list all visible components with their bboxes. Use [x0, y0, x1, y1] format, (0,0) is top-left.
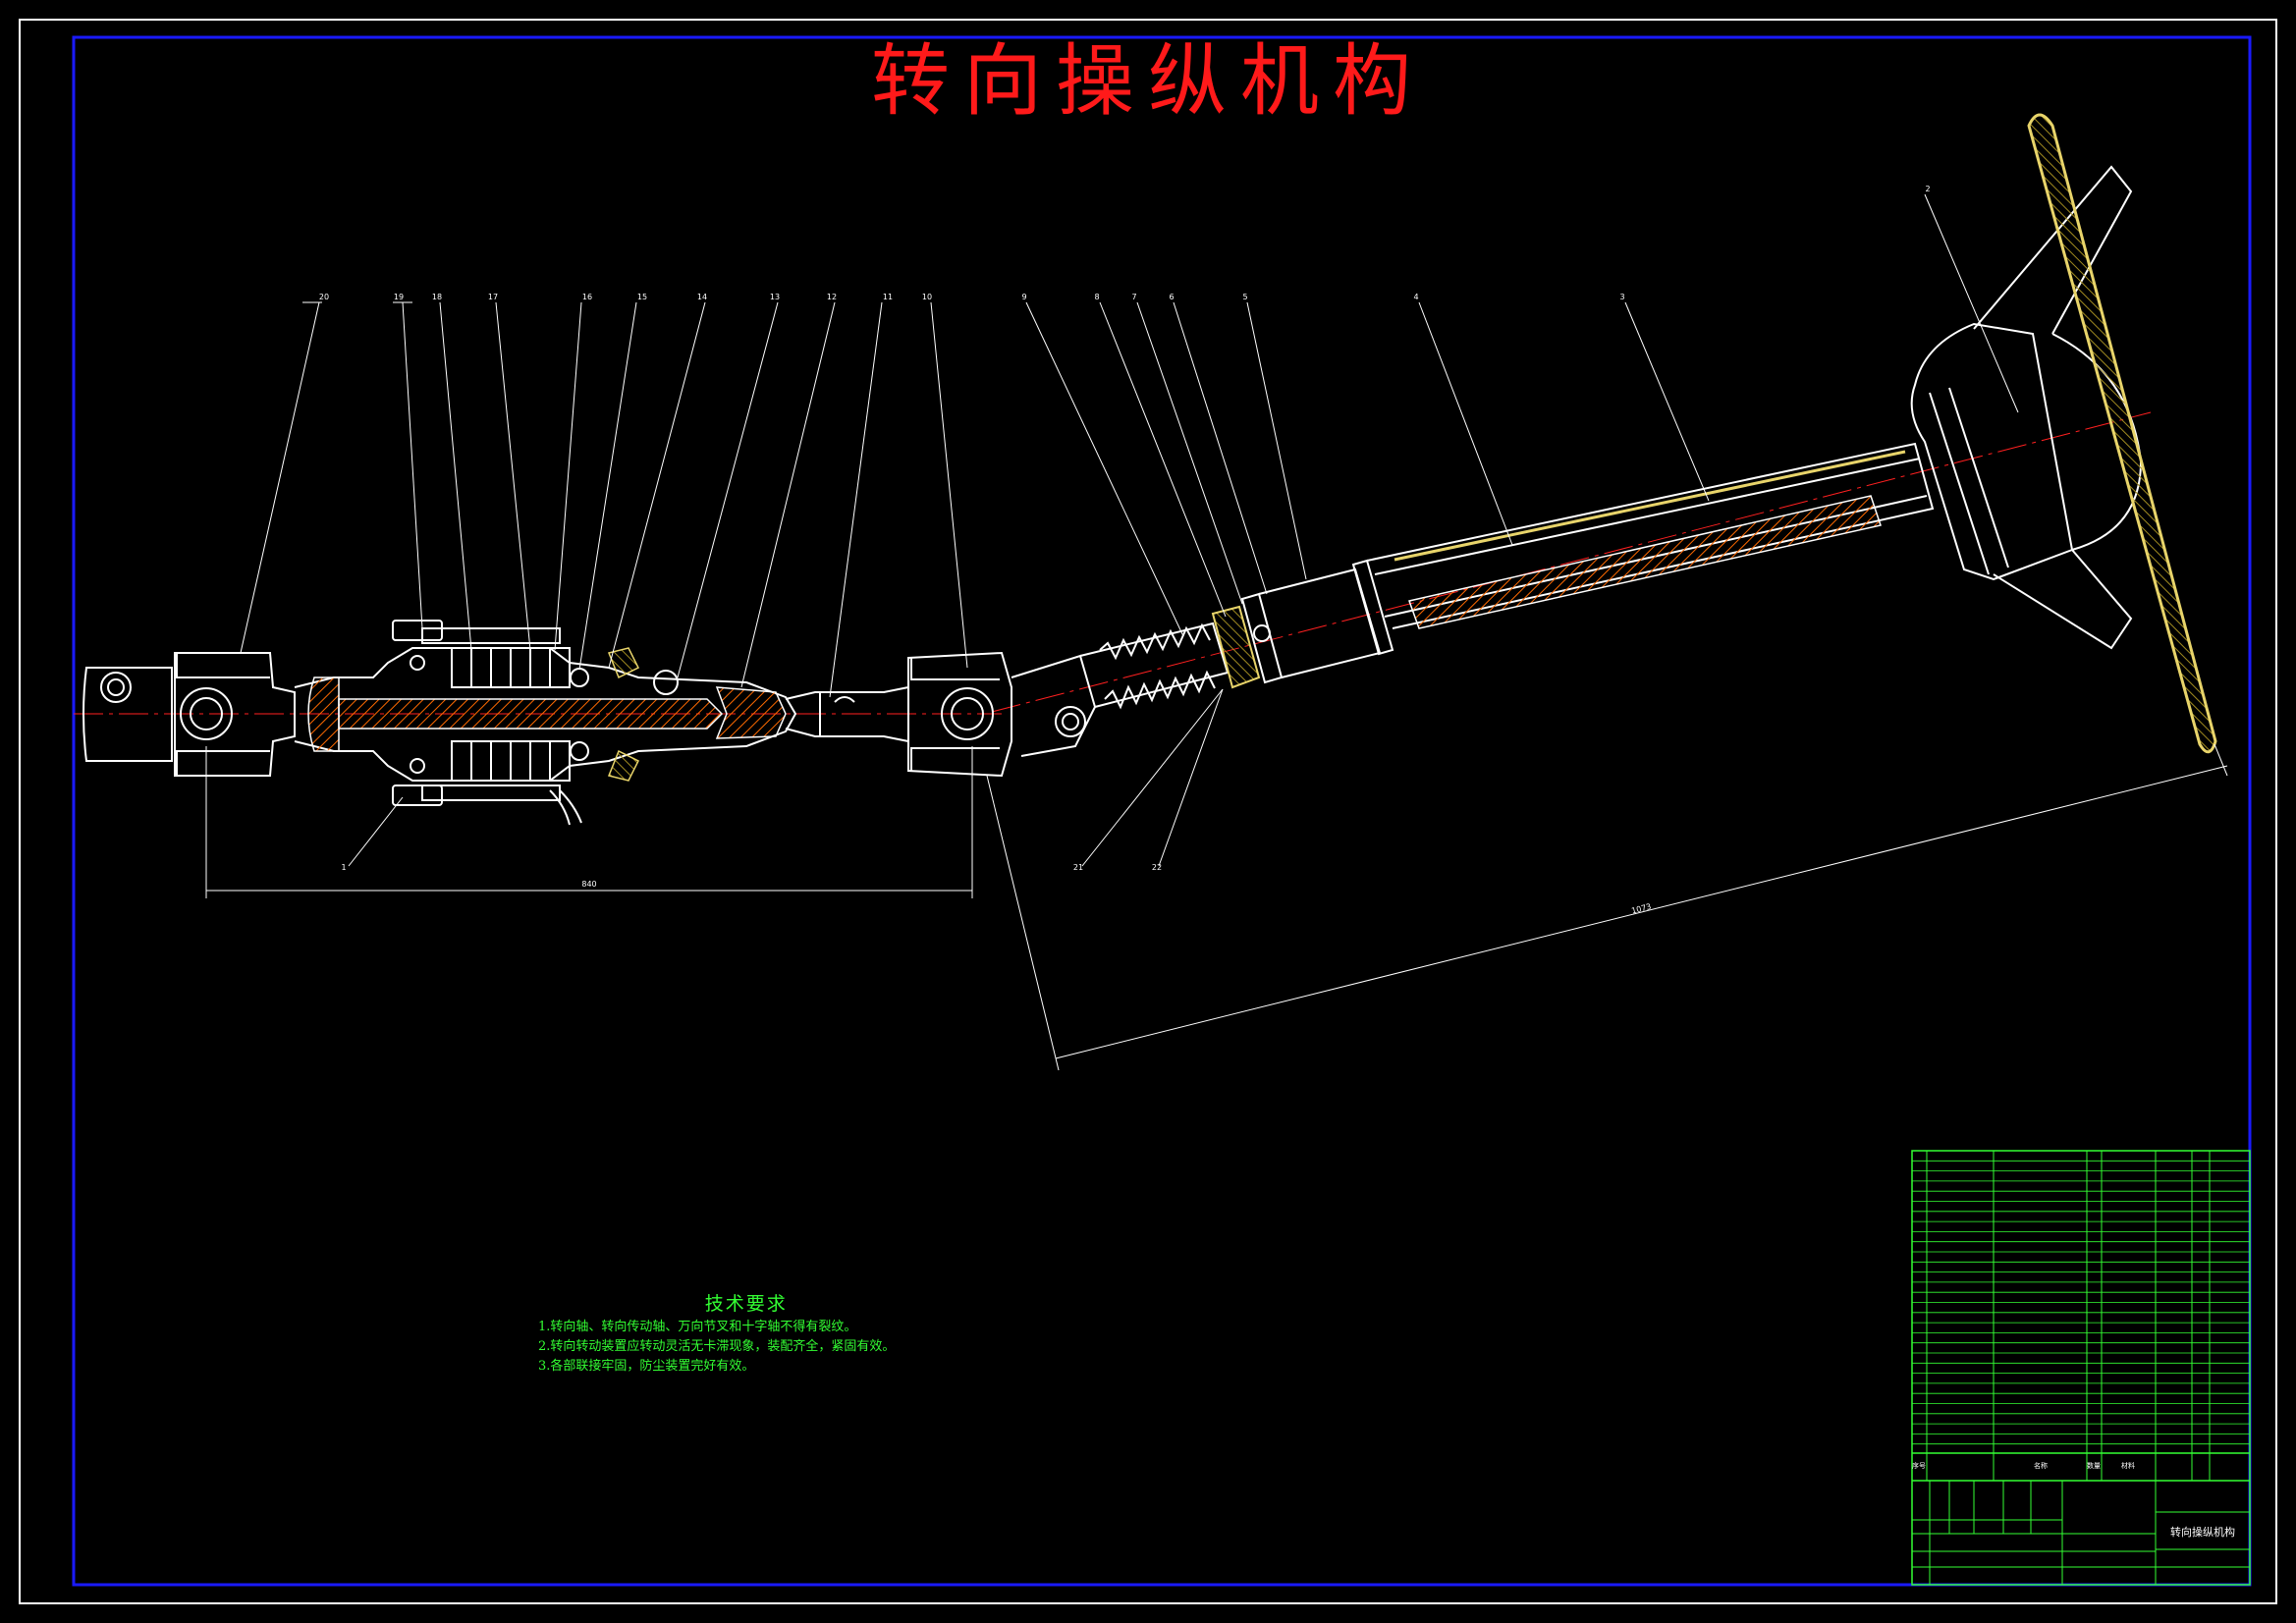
- technical-requirements: 技术要求 1.转向轴、转向传动轴、万向节叉和十字轴不得有裂纹。 2.转向转动装置…: [538, 1294, 895, 1377]
- column-lower-collar: [1211, 559, 1394, 689]
- outer-border: [19, 19, 2277, 1604]
- part-number-balloon: 22: [1152, 863, 1162, 872]
- requirement-item: 2.转向转动装置应转动灵活无卡滞现象，装配齐全，紧固有效。: [538, 1339, 896, 1354]
- center-line-inclined: [991, 411, 2152, 713]
- part-number-balloon: 15: [637, 293, 647, 301]
- inner-border: [72, 35, 2252, 1587]
- requirement-item: 3.各部联接牢固，防尘装置完好有效。: [538, 1359, 755, 1374]
- part-number-balloon: 9: [1021, 293, 1026, 301]
- part-number-balloon: 13: [770, 293, 780, 301]
- part-number-balloon: 3: [1619, 293, 1624, 301]
- drawing-title: 转向操纵机构: [871, 35, 1425, 127]
- part-number-balloon: 6: [1169, 293, 1174, 301]
- left-universal-joint: [82, 652, 296, 777]
- part-number-balloon: 16: [582, 293, 592, 301]
- steering-wheel-rim: [2027, 113, 2217, 754]
- part-number-balloon: 11: [883, 293, 893, 301]
- title-block-name: 转向操纵机构: [2170, 1525, 2235, 1539]
- part-number-balloon: 2: [1925, 185, 1930, 193]
- part-number-balloon: 1: [341, 863, 346, 872]
- part-number-balloon: 8: [1094, 293, 1099, 301]
- bom-header-name: 名称: [2034, 1461, 2048, 1470]
- part-number-balloon: 14: [697, 293, 707, 301]
- bellows-spring: [1079, 622, 1230, 710]
- part-number-balloon: 12: [827, 293, 837, 301]
- part-number-balloon: 17: [488, 293, 498, 301]
- intermediate-shaft: [294, 620, 797, 826]
- part-number-balloon: 5: [1242, 293, 1247, 301]
- technical-requirements-heading: 技术要求: [704, 1293, 788, 1315]
- part-number-balloon: 10: [922, 293, 932, 301]
- intermediate-shaft-section-hatch: [307, 647, 787, 782]
- leader-lines: [240, 193, 2019, 867]
- bom-header-material: 材料: [2121, 1461, 2135, 1470]
- requirement-item: 1.转向轴、转向传动轴、万向节叉和十字轴不得有裂纹。: [538, 1320, 857, 1334]
- bom-header-qty: 数量: [2087, 1461, 2101, 1470]
- part-number-balloon: 18: [432, 293, 442, 301]
- part-number-balloon: 19: [394, 293, 404, 301]
- dimension-lines: [205, 743, 2228, 1071]
- dimension-horizontal-text: 840: [581, 880, 596, 889]
- part-number-balloon: 21: [1073, 863, 1083, 872]
- part-number-balloon: 4: [1413, 293, 1418, 301]
- steering-shaft-hatch: [1408, 495, 1882, 629]
- part-number-balloon: 20: [319, 293, 329, 301]
- bom-header-seq: 序号: [1912, 1461, 1926, 1470]
- part-number-balloon: 7: [1131, 293, 1136, 301]
